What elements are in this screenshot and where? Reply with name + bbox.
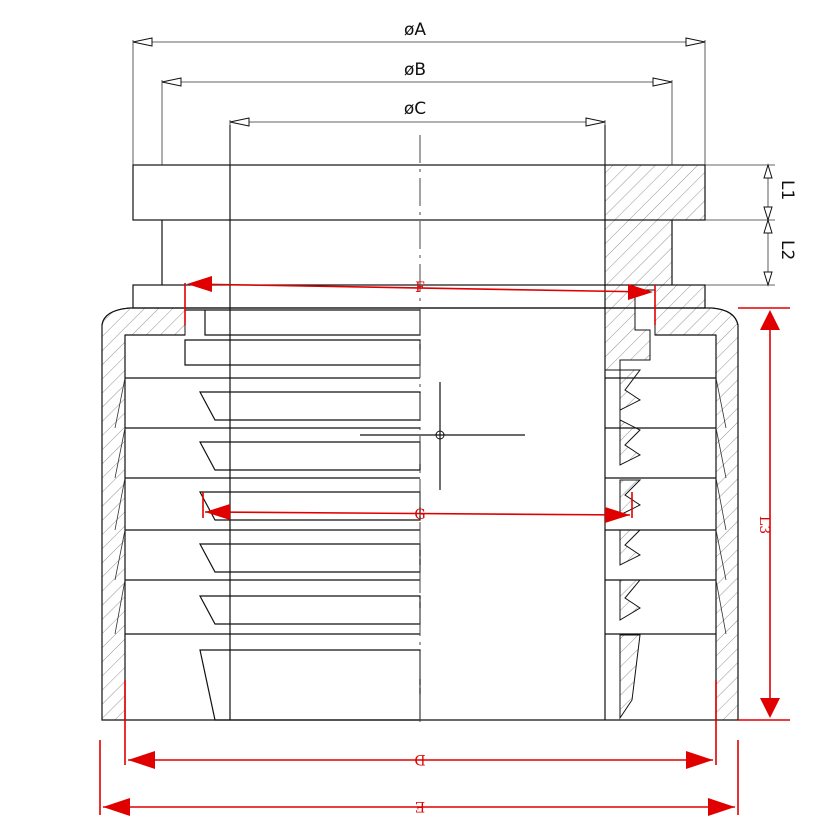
barb-hatch-right (619, 369, 642, 720)
dim-label-d: D (414, 751, 425, 767)
dim-label-e: E (415, 798, 425, 814)
dim-label-l2: L2 (777, 240, 797, 260)
center-lines (360, 135, 525, 725)
sleeve-hatch-left (101, 307, 186, 721)
dim-label-f: F (415, 280, 425, 296)
dim-label-l1: L1 (777, 180, 797, 200)
dim-label-c: øC (404, 99, 426, 119)
diameter-dimensions: øA øB øC (132, 20, 706, 127)
flange-hatch-right (604, 164, 706, 371)
body-outline (101, 40, 739, 721)
dim-label-b: øB (404, 60, 426, 80)
red-dimensions: F G L3 D E (99, 276, 790, 816)
length-dimensions-top: L1 L2 (705, 163, 797, 287)
sleeve-hatch-right (654, 307, 739, 721)
dim-label-g: G (414, 507, 425, 523)
right-barbs (605, 377, 727, 635)
dim-label-l3: L3 (756, 516, 772, 534)
dim-label-a: øA (404, 20, 426, 40)
left-barbs (114, 309, 421, 721)
